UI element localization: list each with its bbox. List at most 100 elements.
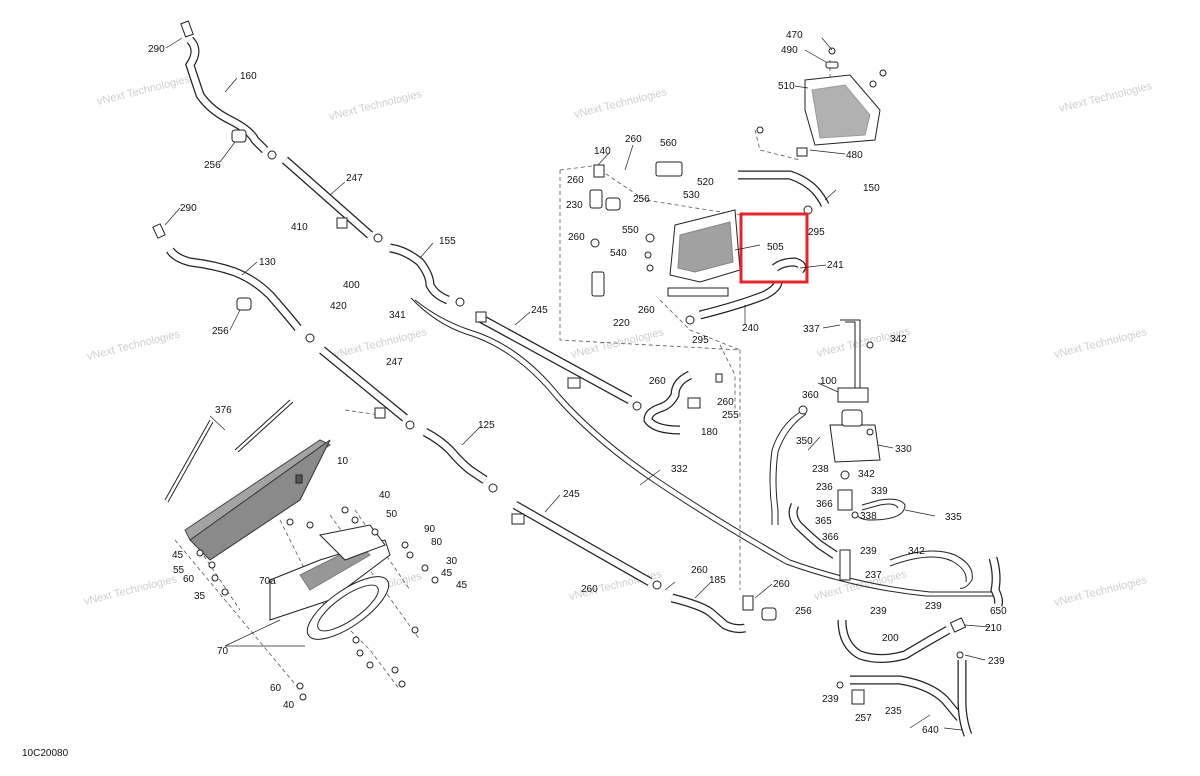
clamp [373, 233, 383, 243]
watermark: vNext Technologies [96, 73, 192, 108]
callout-70: 70 [217, 646, 229, 657]
callout-290: 290 [180, 203, 197, 214]
diagram-code: 10C20080 [22, 748, 69, 759]
callout-100: 100 [820, 376, 837, 387]
fitting-260 [715, 373, 723, 383]
clamp-256 [231, 129, 247, 143]
callout-220: 220 [613, 318, 630, 329]
callout-338: 338 [860, 511, 877, 522]
sensor-10 [295, 474, 303, 484]
pipe-245-lower [512, 501, 653, 586]
pipe-245-upper [477, 314, 633, 404]
callout-80: 80 [431, 537, 443, 548]
callout-256: 256 [633, 194, 650, 205]
pipe-247-lower [319, 346, 408, 422]
clamp [305, 333, 315, 343]
clamp-255 [687, 397, 701, 409]
clamp [336, 217, 348, 229]
callout-235: 235 [885, 706, 902, 717]
clamp [405, 420, 415, 430]
callout-247: 247 [346, 173, 363, 184]
callout-360: 360 [802, 390, 819, 401]
callout-40: 40 [283, 700, 295, 711]
hose-240 [698, 281, 783, 320]
hose-650 [889, 550, 1004, 607]
watermark: vNext Technologies [1053, 574, 1149, 609]
clamp [652, 580, 662, 590]
hose-185 [670, 593, 746, 634]
fitting-290 [152, 223, 166, 239]
callout-60: 60 [183, 574, 195, 585]
hose-200 [837, 619, 951, 663]
callout-55: 55 [173, 565, 185, 576]
line-332 [414, 299, 1000, 593]
callout-247: 247 [386, 357, 403, 368]
clamp-256 [236, 297, 252, 311]
callout-290: 290 [148, 44, 165, 55]
callout-342: 342 [908, 546, 925, 557]
callout-10: 10 [337, 456, 349, 467]
radiator-assembly [164, 399, 391, 640]
callout-505: 505 [767, 242, 784, 253]
clamp [632, 401, 642, 411]
callout-239: 239 [925, 601, 942, 612]
callout-239: 239 [988, 656, 1005, 667]
clamp [374, 407, 386, 419]
clamp [567, 377, 581, 389]
clamp [488, 483, 498, 493]
callout-530: 530 [683, 190, 700, 201]
callout-366: 366 [816, 499, 833, 510]
callout-332: 332 [671, 464, 688, 475]
callout-50: 50 [386, 509, 398, 520]
watermark: vNext Technologies [1058, 80, 1154, 115]
callout-420: 420 [330, 301, 347, 312]
thermostat-housing-505 [589, 161, 741, 325]
callout-295: 295 [808, 227, 825, 238]
clamp [267, 150, 277, 160]
callout-150: 150 [863, 183, 880, 194]
callout-510: 510 [778, 81, 795, 92]
tee-237 [837, 470, 859, 581]
callout-470: 470 [786, 30, 803, 41]
callout-155: 155 [439, 236, 456, 247]
callout-520: 520 [697, 177, 714, 188]
callout-295: 295 [692, 335, 709, 346]
watermark: vNext Technologies [333, 326, 429, 361]
callout-490: 490 [781, 45, 798, 56]
callout-45: 45 [441, 568, 453, 579]
callout-240: 240 [742, 323, 759, 334]
callout-256: 256 [212, 326, 229, 337]
callout-260: 260 [568, 232, 585, 243]
hose-180 [643, 370, 693, 435]
callout-540: 540 [610, 248, 627, 259]
callout-labels: 290 160 256 247 290 130 256 410 400 420 … [148, 30, 1007, 736]
clamp-360 [798, 405, 808, 415]
callout-256: 256 [795, 606, 812, 617]
clamp-256 [761, 607, 777, 621]
hose-350 [769, 411, 807, 525]
callout-160: 160 [240, 71, 257, 82]
callout-245: 245 [531, 305, 548, 316]
fitting-290 [180, 20, 194, 38]
fitting [742, 595, 754, 611]
hose-125 [422, 428, 488, 484]
callout-180: 180 [701, 427, 718, 438]
clamp [511, 513, 525, 525]
callout-260: 260 [581, 584, 598, 595]
watermark: vNext Technologies [328, 88, 424, 123]
callout-60: 60 [270, 683, 282, 694]
callout-255: 255 [722, 410, 739, 421]
callout-260: 260 [649, 376, 666, 387]
clamp-257 [851, 689, 865, 705]
callout-400: 400 [343, 280, 360, 291]
highlight-box-505 [739, 212, 809, 284]
hose-365 [788, 502, 838, 559]
callout-366: 366 [822, 532, 839, 543]
callout-339: 339 [871, 486, 888, 497]
callout-260: 260 [773, 579, 790, 590]
callout-260: 260 [625, 134, 642, 145]
callout-210: 210 [985, 623, 1002, 634]
callout-238: 238 [812, 464, 829, 475]
callout-35: 35 [194, 591, 206, 602]
callout-480: 480 [846, 150, 863, 161]
